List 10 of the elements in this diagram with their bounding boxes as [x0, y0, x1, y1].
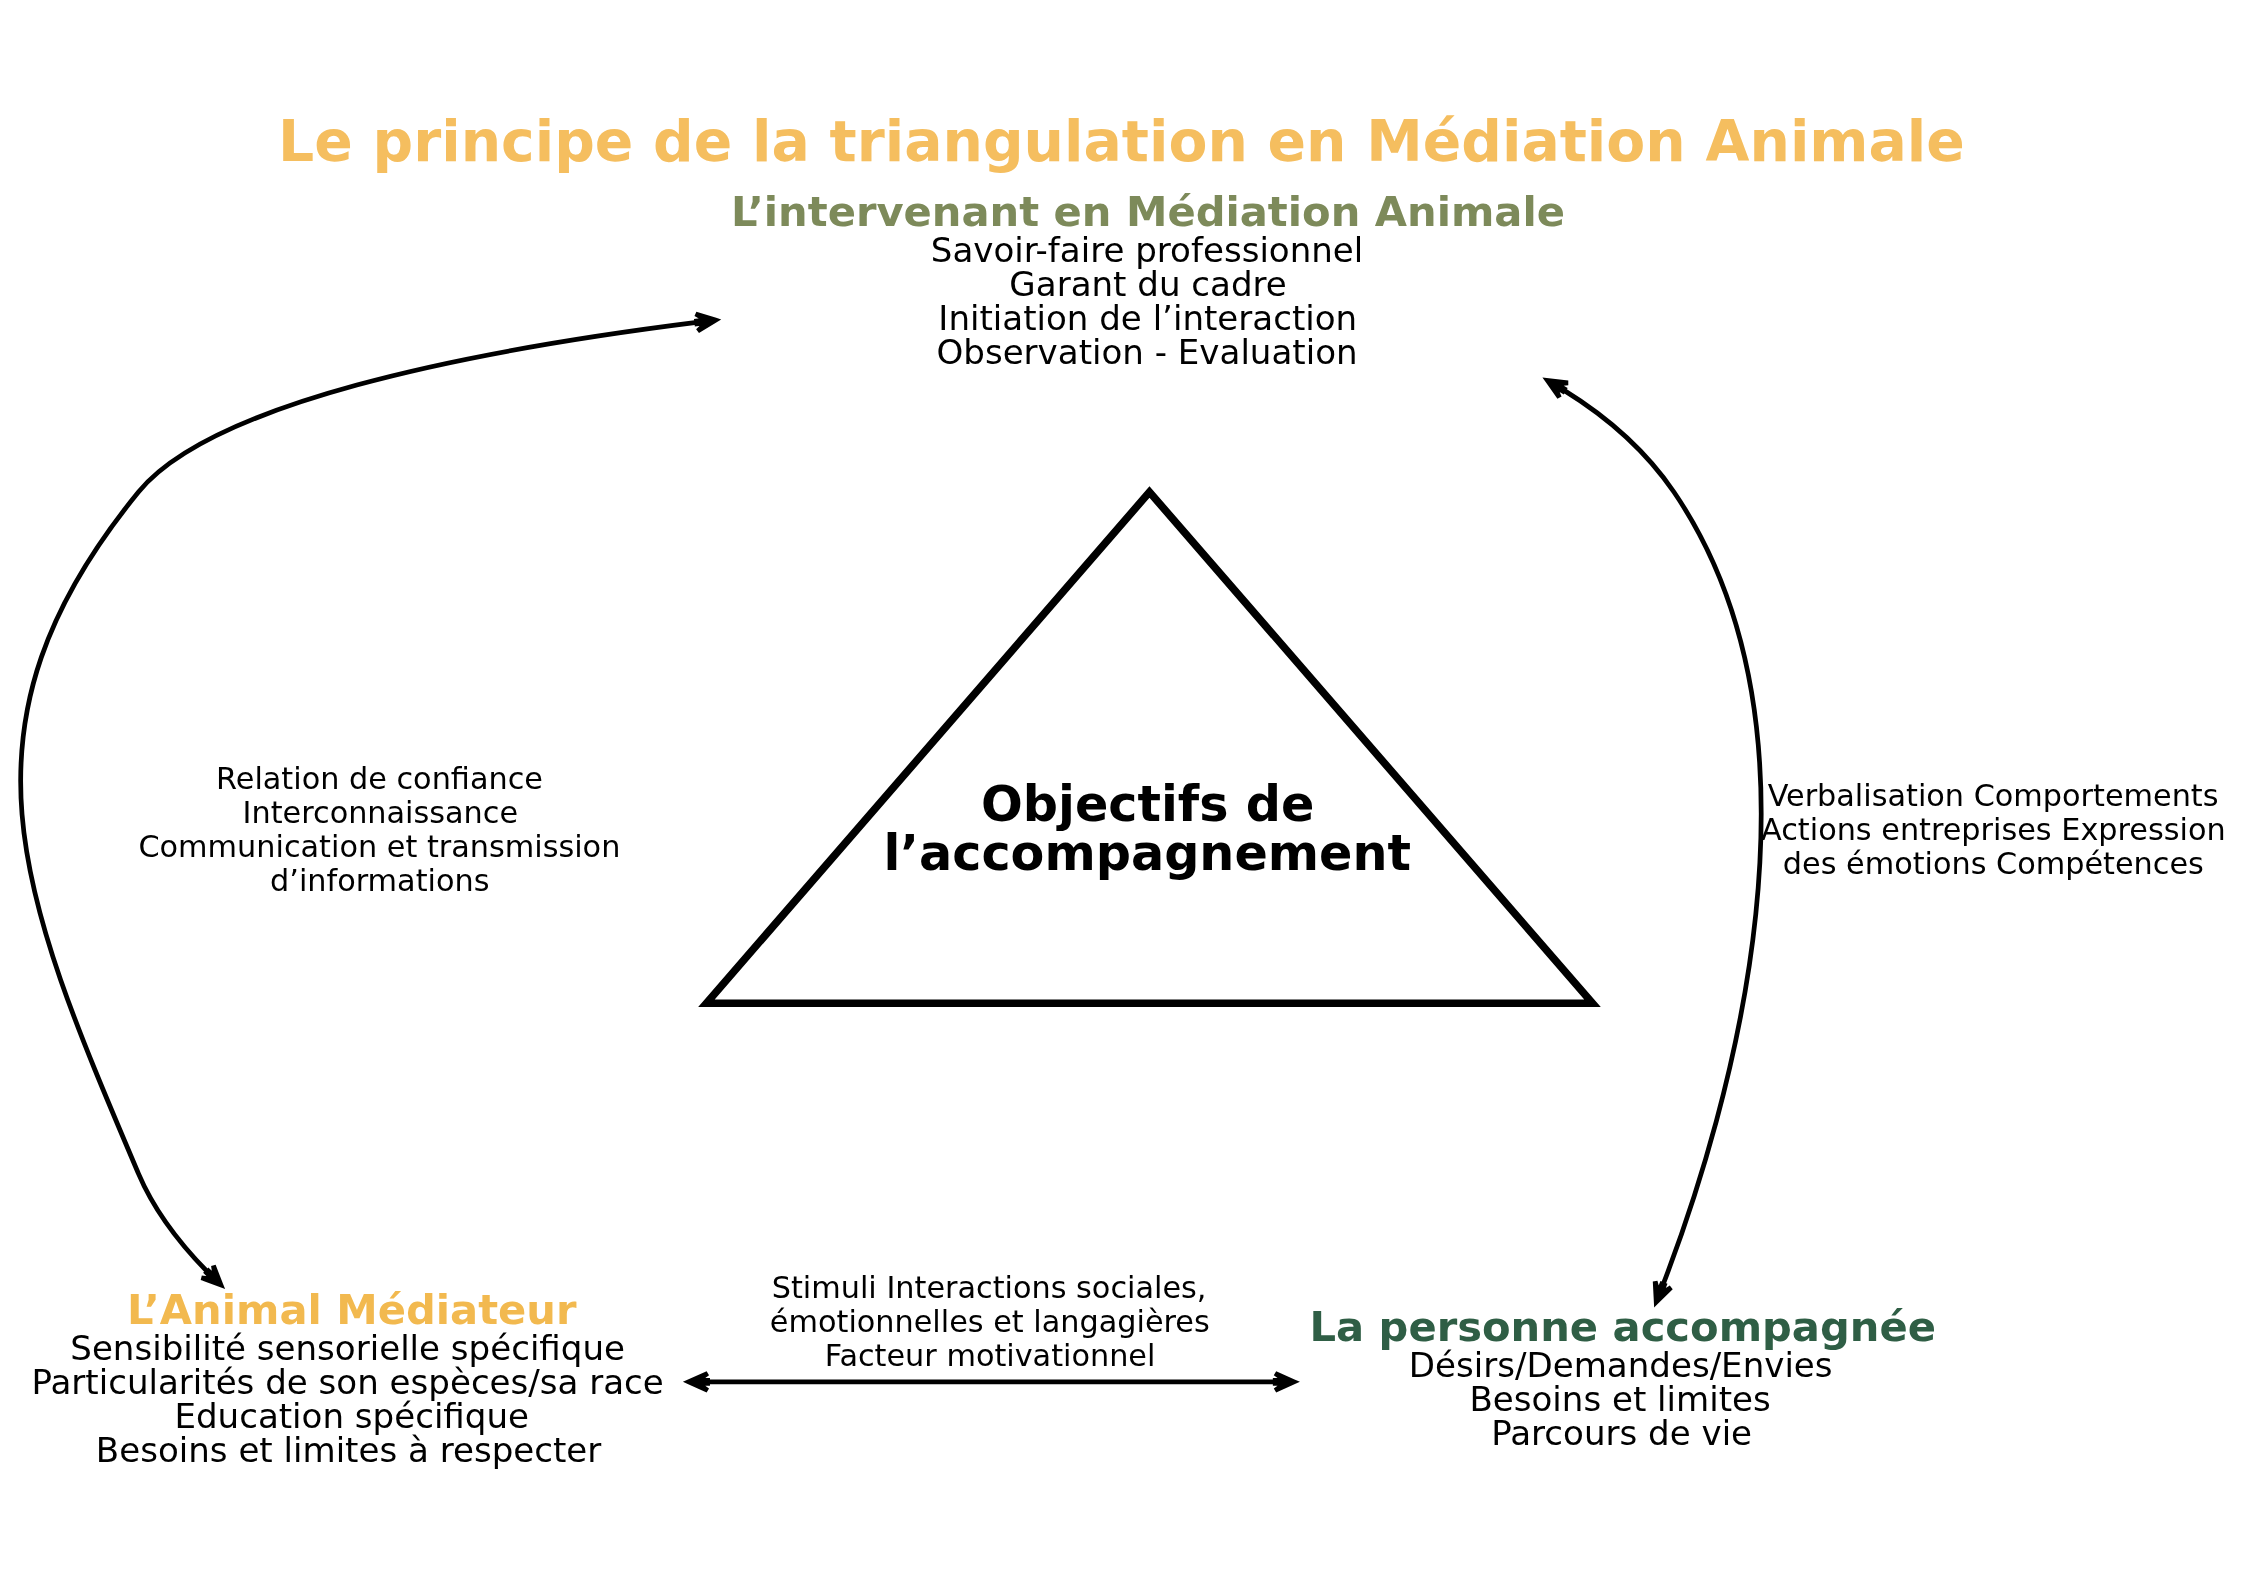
- diagram-title: Le principe de la triangulation en Médiation Animale: [278, 107, 1965, 174]
- node-text: L’intervenant en Médiation Animale Savoir-faire professionnel Garant du cadre Initiation de l’interaction Observation - Evaluation: [731, 186, 1565, 372]
- edge-label: Verbalisation Comportements Actions entreprises Expression des émotions Compétences: [1761, 777, 2226, 881]
- arrow: [686, 1370, 1297, 1393]
- edge-label: Stimuli Interactions sociales, émotionnelles et langagières Facteur motivationnel: [769, 1269, 1210, 1373]
- arrow: [1545, 377, 1764, 1305]
- node-text: L’Animal Médiateur Sensibilité sensorielle spécifique Particularités de son espèces/sa race Education spécifique Besoins et limites à respecter: [31, 1284, 664, 1470]
- arrow: [18, 311, 718, 1287]
- node-text: La personne accompagnée Désirs/Demandes/Envies Besoins et limites Parcours de vie: [1309, 1301, 1936, 1453]
- edge-label: Relation de confiance Interconnaissance Communication et transmission d’informations: [138, 760, 621, 898]
